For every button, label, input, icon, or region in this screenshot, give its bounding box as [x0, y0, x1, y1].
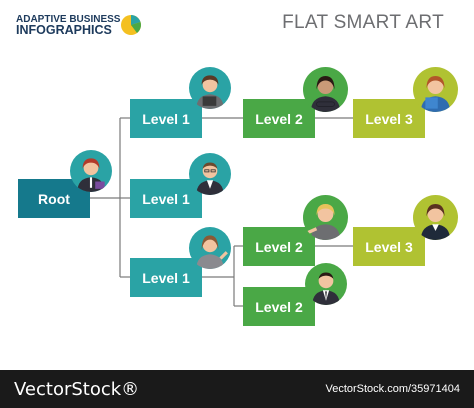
- page-title: FLAT SMART ART: [282, 12, 444, 33]
- level1-label: Level 1: [142, 190, 190, 207]
- brand-logo: ADAPTIVE BUSINESS INFOGRAPHICS: [16, 14, 120, 36]
- connector-lines: [90, 117, 353, 307]
- level2-label: Level 2: [255, 110, 303, 127]
- level3-label: Level 3: [365, 238, 413, 255]
- brand-line-2: INFOGRAPHICS: [16, 23, 112, 37]
- woman-arms-crossed-avatar-icon: [303, 67, 348, 112]
- level3-node-1: Level 3: [353, 99, 425, 138]
- man-suit-avatar-icon: [305, 263, 347, 305]
- brand-line-1: ADAPTIVE BUSINESS: [16, 14, 121, 25]
- woman-tablet-avatar-icon: [189, 67, 231, 109]
- woman-dark-hair-avatar-icon: [413, 195, 458, 240]
- level1-node-1: Level 1: [130, 99, 202, 138]
- level2-label: Level 2: [255, 238, 303, 255]
- pie-logo-icon: [121, 15, 141, 35]
- level1-label: Level 1: [142, 110, 190, 127]
- footer-logo: VectorStock®: [14, 379, 140, 400]
- man-glasses-avatar-icon: [189, 153, 231, 195]
- level3-label: Level 3: [365, 110, 413, 127]
- level2-node-1: Level 2: [243, 99, 315, 138]
- woman-blonde-avatar-icon: [303, 195, 348, 240]
- root-node: Root: [18, 179, 90, 218]
- level2-label: Level 2: [255, 298, 303, 315]
- level2-node-3: Level 2: [243, 287, 315, 326]
- root-label: Root: [38, 190, 70, 207]
- footer-image-id: VectorStock.com/35971404: [325, 383, 460, 395]
- woman-folder-avatar-icon: [413, 67, 458, 112]
- woman-briefcase-avatar-icon: [70, 150, 112, 192]
- level1-node-2: Level 1: [130, 179, 202, 218]
- level3-node-2: Level 3: [353, 227, 425, 266]
- footer-bar: VectorStock® VectorStock.com/35971404: [0, 370, 474, 408]
- level2-node-2: Level 2: [243, 227, 315, 266]
- level1-node-3: Level 1: [130, 258, 202, 297]
- woman-presenting-avatar-icon: [189, 227, 231, 269]
- level1-label: Level 1: [142, 269, 190, 286]
